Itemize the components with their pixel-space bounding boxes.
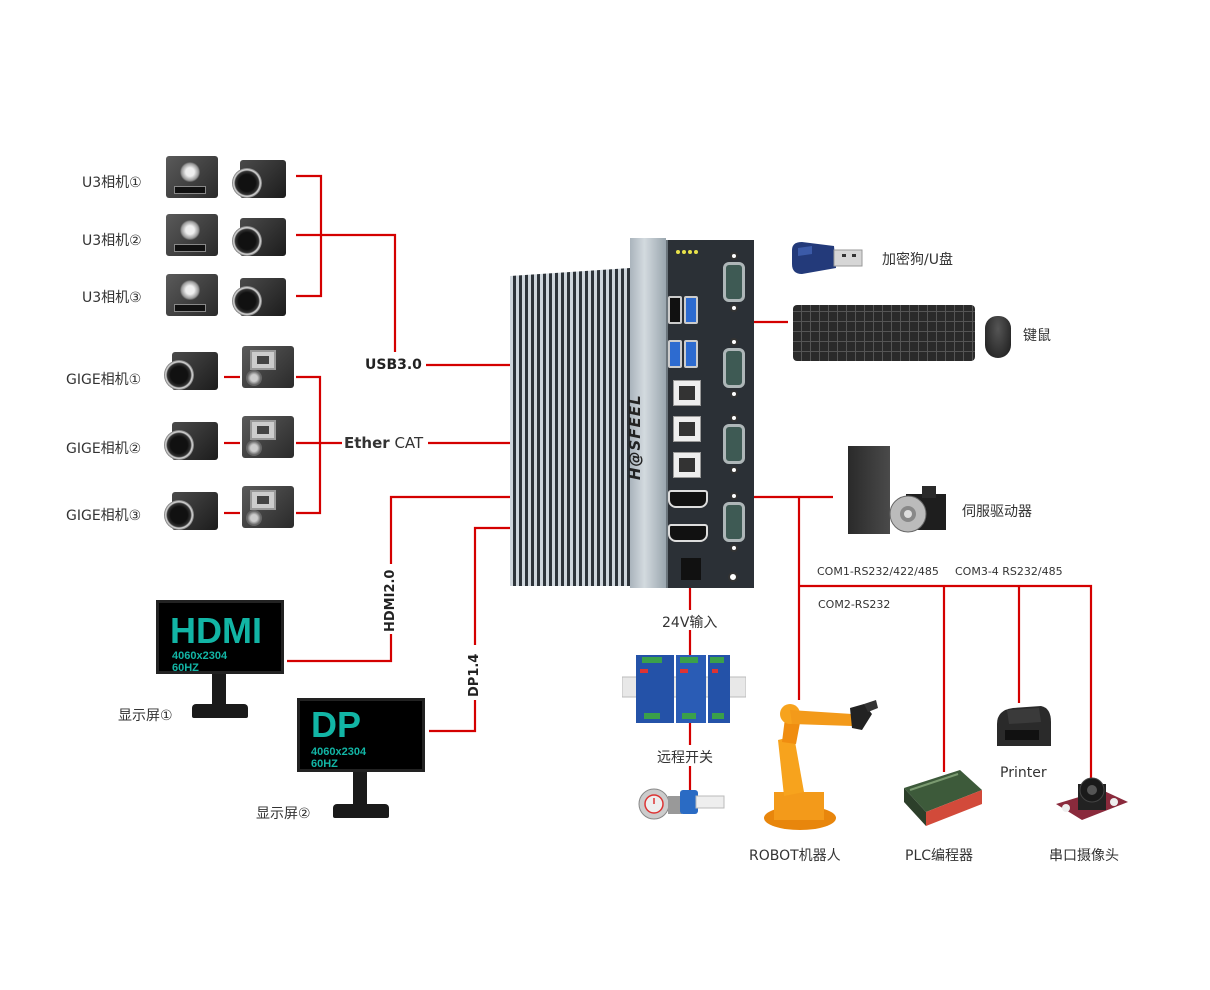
- printer-icon: [997, 706, 1051, 746]
- remote-switch-label: 远程开关: [657, 750, 713, 766]
- monitor-1-base: [192, 704, 248, 718]
- gige-camera-2-label: GIGE相机②: [66, 441, 142, 457]
- heatsink-fins: [510, 268, 630, 586]
- usb-port-4: [684, 340, 698, 368]
- lan2-port: [673, 416, 701, 442]
- monitor-1-stand: [212, 674, 226, 706]
- com3-port: [723, 348, 745, 388]
- serial-camera-icon: [1056, 777, 1128, 820]
- ipc-brand-logo: H@SFEEL: [626, 394, 644, 480]
- serial-camera-label: 串口摄像头: [1049, 848, 1119, 864]
- usb-port-3: [668, 340, 682, 368]
- mouse-icon: [985, 316, 1011, 358]
- dp-line-lower: [429, 700, 477, 733]
- com2-screw-top: [730, 414, 738, 422]
- monitor-1-big-text: HDMI: [170, 610, 262, 651]
- com1-screw-top: [730, 492, 738, 500]
- u3-camera-3-back-icon: [164, 272, 220, 318]
- printer-label: Printer: [1000, 765, 1047, 781]
- com34-label: COM3-4 RS232/485: [955, 565, 1063, 578]
- com1-port: [723, 502, 745, 542]
- usb-dongle-icon: [792, 242, 863, 274]
- monitor-2-stand: [353, 772, 367, 806]
- monitor-2-resolution: 4060x2304 60HZ: [311, 746, 367, 770]
- com2-label: COM2-RS232: [818, 598, 891, 611]
- monitor-2-big-text: DP: [311, 704, 362, 745]
- remote-power-switch-icon: [638, 788, 725, 820]
- robot-label: ROBOT机器人: [749, 848, 841, 864]
- gige-camera-3-front-icon: [164, 488, 220, 534]
- u3-camera-3-front-icon: [232, 274, 288, 320]
- monitor-2-screen: [297, 698, 425, 772]
- gige-camera-3-back-icon: [240, 484, 296, 530]
- com4-screw-top: [730, 252, 738, 260]
- monitor-1-label: 显示屏①: [118, 708, 173, 724]
- gige-bus-line: [296, 375, 322, 515]
- monitor-2-label: 显示屏②: [256, 806, 311, 822]
- u3-camera-2-label: U3相机②: [82, 233, 142, 249]
- lan3-port: [673, 380, 701, 406]
- u3-camera-1-front-icon: [232, 156, 288, 202]
- servo-motor-icon: [889, 486, 946, 533]
- com4-screw-bottom: [730, 304, 738, 312]
- din-rail-power-supply-icon: [622, 655, 746, 723]
- monitor-2-base: [333, 804, 389, 818]
- led-wifi: [688, 250, 692, 254]
- plc-icon: [904, 770, 982, 826]
- com4-port: [723, 262, 745, 302]
- gige-camera-1-front-icon: [164, 348, 220, 394]
- keyboard-mouse-label: 键鼠: [1023, 328, 1051, 344]
- u3-camera-1-back-icon: [164, 154, 220, 200]
- com-bus-horiz: [799, 584, 1093, 790]
- power-input-label: 24V输入: [662, 615, 718, 631]
- gige-camera-1-label: GIGE相机①: [66, 372, 142, 388]
- u3-camera-2-back-icon: [164, 212, 220, 258]
- usb-port-2: [684, 296, 698, 324]
- usb3-label: USB3.0: [365, 357, 422, 373]
- com3-screw-top: [730, 338, 738, 346]
- led-pwr: [676, 250, 680, 254]
- u3-cam2-line: [296, 233, 397, 352]
- servo-driver-icon: [848, 446, 890, 534]
- hdmi-label: HDMI2.0: [383, 569, 398, 632]
- gige-camera-2-back-icon: [240, 414, 296, 460]
- ground-screw: [728, 572, 738, 582]
- gige-camera-1-back-icon: [240, 344, 296, 390]
- keyboard-icon: [793, 305, 975, 361]
- u3-camera-1-label: U3相机①: [82, 175, 142, 191]
- hdmi-port: [668, 490, 708, 508]
- monitor-1-resolution: 4060x2304 60HZ: [172, 650, 228, 674]
- robot-arm-icon: [764, 700, 878, 830]
- gige-camera-3-label: GIGE相机③: [66, 508, 142, 524]
- led-lan: [682, 250, 686, 254]
- com1-screw-bottom: [730, 544, 738, 552]
- com3-screw-bottom: [730, 390, 738, 398]
- led-ssd: [694, 250, 698, 254]
- usb-port-1: [668, 296, 682, 324]
- lan1-port: [673, 452, 701, 478]
- u3-camera-3-label: U3相机③: [82, 290, 142, 306]
- u3-camera-2-front-icon: [232, 214, 288, 260]
- dp-label: DP1.4: [467, 653, 482, 697]
- dongle-label: 加密狗/U盘: [882, 252, 953, 268]
- ethercat-label: Ether CAT: [344, 434, 423, 452]
- dp-port: [668, 524, 708, 542]
- monitor-1-screen: [156, 600, 284, 674]
- ethercat-label-bold: Ether: [344, 434, 390, 452]
- ethercat-label-rest: CAT: [389, 434, 424, 452]
- hdmi-line-lower: [287, 634, 393, 663]
- power-connector: [681, 558, 701, 580]
- ipc-side-panel: [630, 238, 666, 588]
- servo-label: 伺服驱动器: [962, 504, 1032, 520]
- com2-screw-bottom: [730, 466, 738, 474]
- gige-camera-2-front-icon: [164, 418, 220, 464]
- plc-label: PLC编程器: [905, 848, 974, 864]
- com1-label: COM1-RS232/422/485: [817, 565, 939, 578]
- com2-port: [723, 424, 745, 464]
